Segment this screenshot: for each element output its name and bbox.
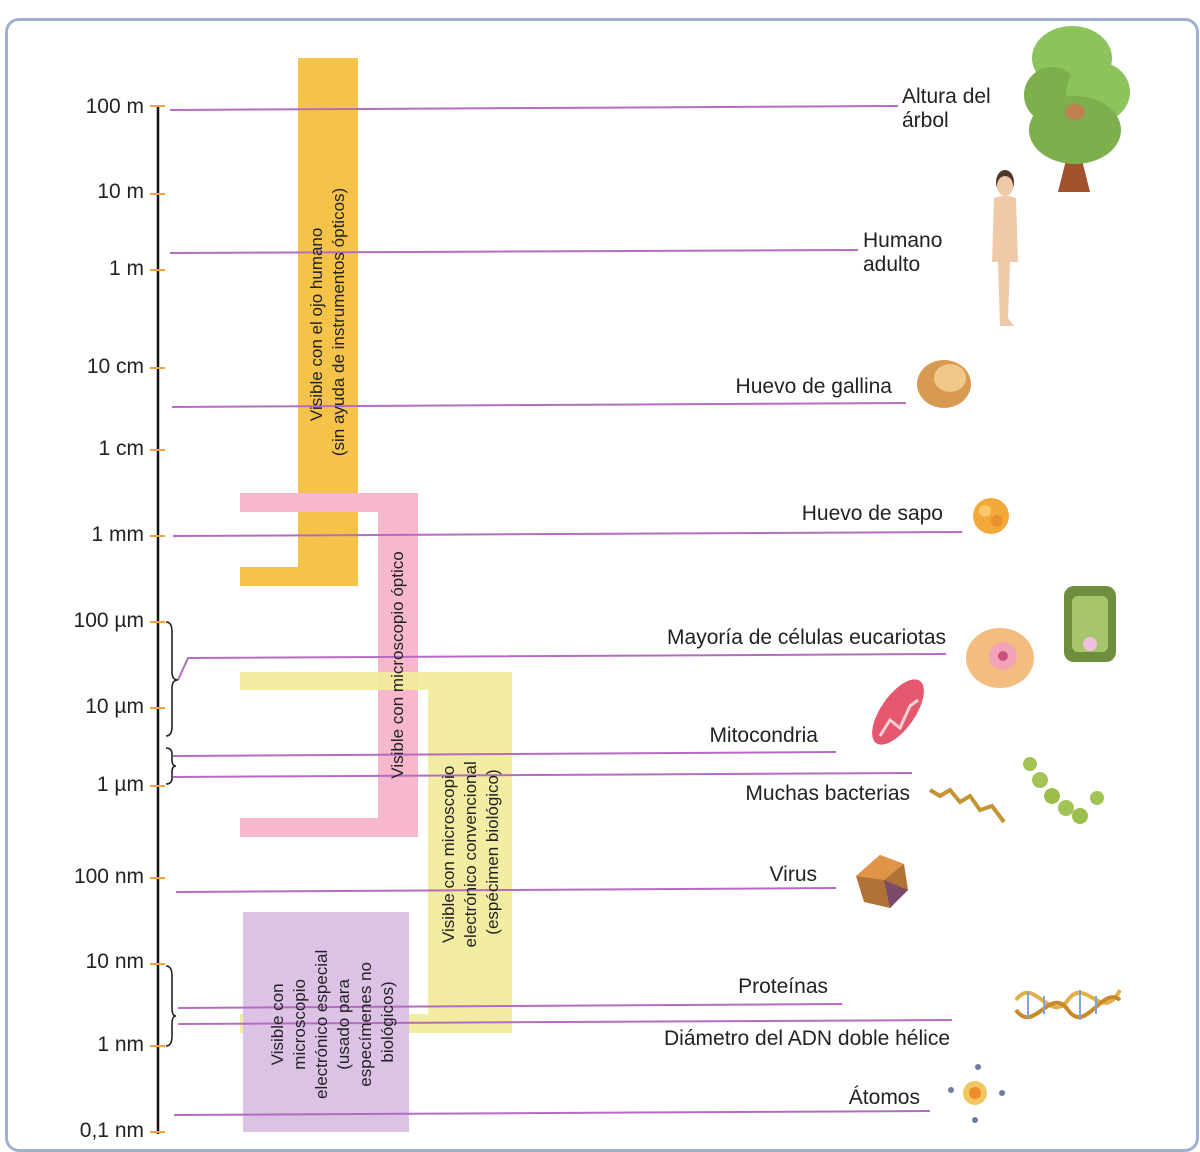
item-label-mitochondria: Mitocondria [709, 724, 818, 747]
eukaryotic-cell-icon [966, 586, 1116, 688]
frog-egg-icon [973, 498, 1009, 534]
pointer-line-bacteria [173, 773, 912, 777]
item-label-dna: Diámetro del ADN doble hélice [664, 1027, 950, 1050]
item-label-frog-egg: Huevo de sapo [802, 502, 943, 525]
scale-label: 10 m [97, 180, 144, 203]
brace-proteins [166, 966, 176, 1046]
item-label-bacteria: Muchas bacterias [745, 782, 910, 805]
range-braces [166, 622, 178, 1046]
scale-label: 100 m [86, 95, 144, 118]
scale-label: 1 nm [97, 1033, 144, 1056]
scale-label: 1 mm [92, 523, 145, 546]
scale-label: 10 nm [86, 950, 144, 973]
scale-label: 100 nm [74, 865, 144, 888]
atom-icon [948, 1064, 1005, 1123]
mitochondrion-icon [862, 671, 933, 753]
item-label-chicken-egg: Huevo de gallina [736, 375, 893, 398]
brace-cells [166, 622, 178, 736]
brace-bacteria [166, 748, 176, 784]
item-label-human: Humano adulto [863, 229, 948, 276]
pointer-line-chicken-egg [172, 403, 906, 407]
scale-label: 100 µm [74, 609, 144, 632]
item-label-tree: Altura del árbol [902, 85, 997, 132]
item-label-atoms: Átomos [849, 1086, 920, 1109]
pointer-line-frog-egg [173, 532, 962, 536]
scale-label: 10 µm [85, 695, 144, 718]
tree-icon [1024, 26, 1130, 192]
bacteria-icon [930, 757, 1104, 824]
scale-label: 1 m [109, 257, 144, 280]
range-label-electron: Visible con microscopio electrónico conv… [439, 757, 502, 948]
scale-label: 1 µm [97, 773, 144, 796]
range-label-optical: Visible con microscopio óptico [388, 551, 407, 778]
item-label-proteins: Proteínas [738, 975, 828, 998]
human-icon [992, 170, 1018, 326]
scale-labels: 100 m 10 m 1 m 10 cm 1 cm 1 mm 100 µm 10… [74, 95, 144, 1142]
scale-label: 1 cm [98, 437, 144, 460]
item-label-virus: Virus [770, 863, 817, 886]
pointer-line-human [170, 250, 858, 253]
scale-label: 10 cm [87, 355, 144, 378]
item-label-eukaryotic-cells: Mayoría de células eucariotas [667, 626, 946, 649]
pointer-line-tree [170, 106, 898, 110]
virus-icon [856, 855, 908, 908]
chicken-egg-icon [917, 360, 971, 408]
scale-label: 0,1 nm [80, 1119, 144, 1142]
dna-icon [1016, 990, 1120, 1020]
